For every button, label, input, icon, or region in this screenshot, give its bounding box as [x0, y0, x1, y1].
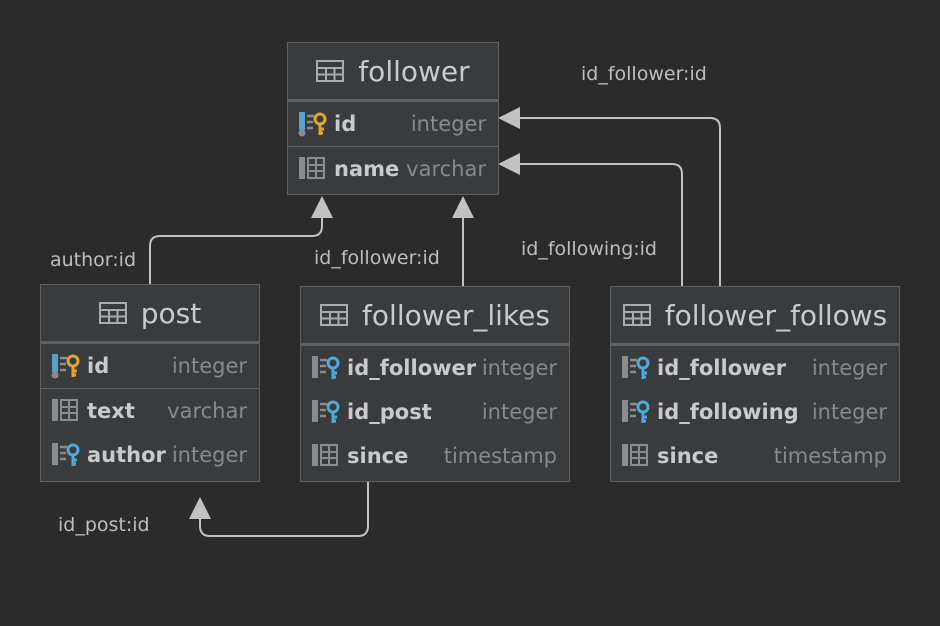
column-type: integer — [171, 443, 247, 467]
table-header: post — [41, 285, 259, 343]
column-name: id — [87, 354, 110, 378]
table-header: follower_likes — [301, 287, 569, 345]
column-name: id_following — [657, 400, 799, 424]
edge-post-author — [149, 218, 323, 284]
column-row-id[interactable]: id integer — [41, 344, 259, 388]
column-row-author[interactable]: author integer — [41, 433, 259, 477]
column-row-id[interactable]: id integer — [288, 102, 498, 146]
column-name: id_follower — [657, 356, 787, 380]
arrowhead-post-author — [311, 196, 333, 218]
column-icon — [312, 444, 338, 466]
table-follower-likes[interactable]: follower_likes id_follower integer id_po… — [300, 286, 570, 482]
foreign-key-icon — [312, 356, 340, 379]
column-name: since — [657, 444, 719, 468]
label-likes-post: id_post:id — [58, 514, 150, 536]
table-icon — [622, 304, 651, 326]
column-row-since[interactable]: since timestamp — [611, 434, 899, 478]
column-row-id-following[interactable]: id_following integer — [611, 390, 899, 434]
column-name: author — [87, 443, 166, 467]
column-type: varchar — [167, 399, 247, 423]
foreign-key-icon — [622, 356, 650, 379]
column-name: text — [87, 399, 135, 423]
column-type: integer — [481, 400, 557, 424]
table-icon — [98, 302, 127, 324]
arrowhead-likes-post — [189, 497, 211, 519]
arrowhead-likes-follower — [452, 196, 474, 218]
column-type: integer — [171, 354, 247, 378]
primary-key-icon — [298, 112, 327, 137]
label-likes-follower: id_follower:id — [314, 247, 440, 269]
table-icon — [316, 60, 345, 82]
column-name: name — [334, 157, 400, 181]
foreign-key-icon — [52, 443, 80, 466]
column-type: varchar — [406, 157, 486, 181]
column-type: timestamp — [773, 444, 887, 468]
column-type: integer — [410, 112, 486, 136]
table-post[interactable]: post id integer text varchar author inte… — [40, 284, 260, 482]
column-name: id_post — [347, 400, 432, 424]
column-row-since[interactable]: since timestamp — [301, 434, 569, 478]
column-type: integer — [481, 356, 557, 380]
label-follows-follower: id_follower:id — [581, 63, 707, 85]
column-type: integer — [811, 356, 887, 380]
table-title: post — [140, 296, 202, 330]
label-follows-following: id_following:id — [521, 238, 657, 260]
foreign-key-icon — [312, 400, 340, 423]
column-row-id-post[interactable]: id_post integer — [301, 390, 569, 434]
label-post-author: author:id — [50, 249, 137, 271]
column-type: timestamp — [443, 444, 557, 468]
column-row-id-follower[interactable]: id_follower integer — [611, 346, 899, 390]
column-row-id-follower[interactable]: id_follower integer — [301, 346, 569, 390]
table-header: follower — [288, 43, 498, 101]
edge-follows-following — [520, 163, 683, 286]
table-header: follower_follows — [611, 287, 899, 345]
column-name: id_follower — [347, 356, 477, 380]
table-icon — [320, 304, 349, 326]
column-icon — [622, 444, 648, 466]
edge-likes-post — [199, 482, 369, 537]
table-title: follower_likes — [362, 298, 550, 332]
column-icon — [299, 157, 325, 179]
arrowhead-follows-follower — [498, 107, 520, 129]
primary-key-icon — [51, 354, 80, 379]
table-follower[interactable]: follower id integer name varchar — [287, 42, 499, 195]
table-title: follower — [358, 54, 470, 88]
column-row-name[interactable]: name varchar — [288, 147, 498, 191]
edge-follows-follower — [520, 117, 721, 286]
table-title: follower_follows — [664, 298, 888, 332]
column-name: since — [347, 444, 409, 468]
column-type: integer — [811, 400, 887, 424]
arrowhead-follows-following — [498, 153, 520, 175]
column-name: id — [334, 112, 357, 136]
column-icon — [52, 399, 78, 421]
column-row-text[interactable]: text varchar — [41, 389, 259, 433]
table-follower-follows[interactable]: follower_follows id_follower integer id_… — [610, 286, 900, 482]
foreign-key-icon — [622, 400, 650, 423]
